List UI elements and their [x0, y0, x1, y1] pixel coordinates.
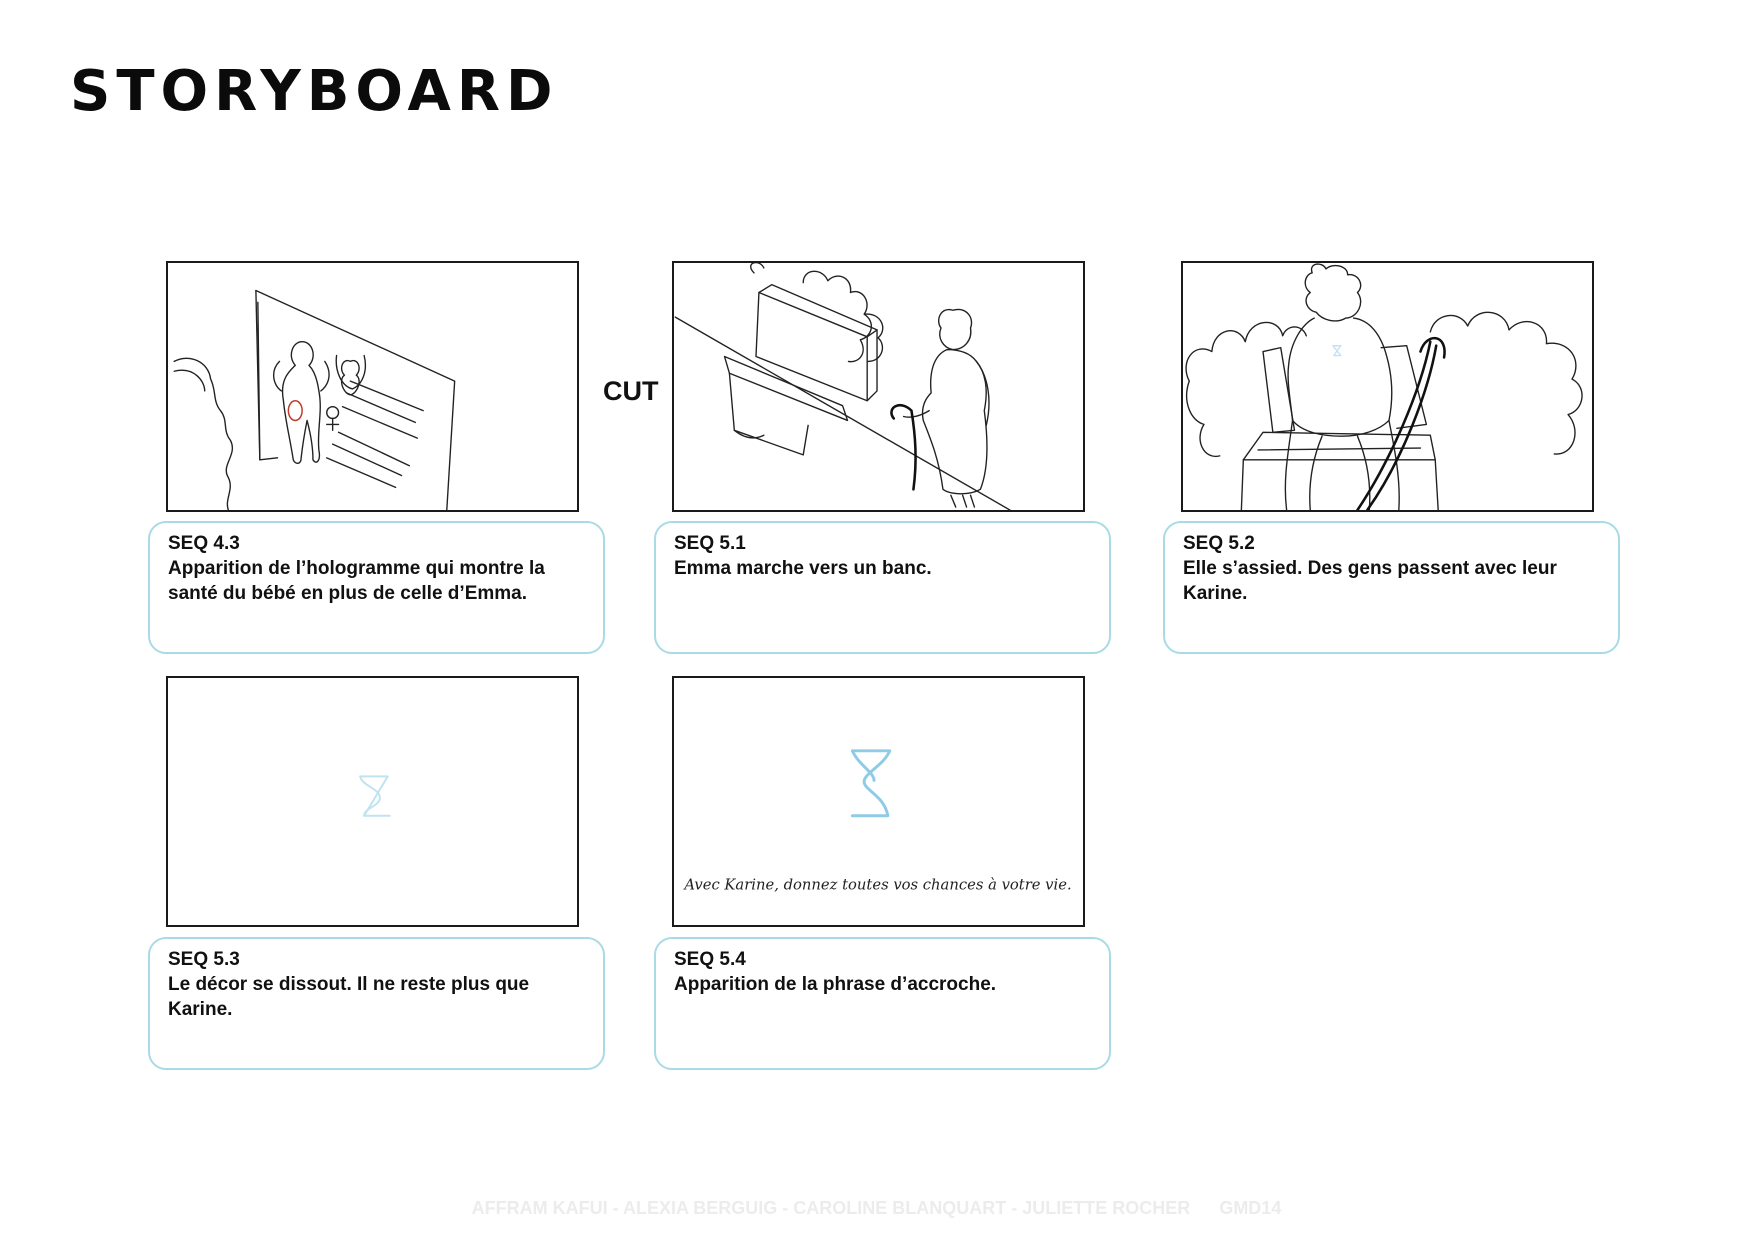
scene-description: Elle s’assied. Des gens passent avec leu… — [1183, 558, 1557, 604]
page-title: STORYBOARD — [70, 59, 559, 124]
walking-to-bench-sketch — [674, 263, 1011, 510]
hourglass-logo — [850, 749, 892, 818]
hologram-sketch — [173, 289, 456, 510]
caption-card-seq-5-2: SEQ 5.2 Elle s’assied. Des gens passent … — [1163, 521, 1620, 654]
storyboard-frame-seq-5-3 — [166, 676, 579, 927]
storyboard-frame-seq-5-4: Avec Karine, donnez toutes vos chances à… — [672, 676, 1085, 927]
storyboard-frame-seq-5-1 — [672, 261, 1085, 512]
scene-description: Le décor se dissout. Il ne reste plus qu… — [168, 974, 530, 1020]
caption-card-seq-4-3: SEQ 4.3 Apparition de l’hologramme qui m… — [148, 521, 605, 654]
storyboard-frame-seq-5-2 — [1181, 261, 1594, 512]
tagline-frame: Avec Karine, donnez toutes vos chances à… — [682, 749, 1072, 894]
footer-authors: AFFRAM KAFUI - ALEXIA BERGUIG - CAROLINE… — [471, 1198, 1191, 1218]
sequence-number: SEQ 5.3 — [168, 949, 240, 970]
footer-course-code: GMD14 — [1219, 1198, 1282, 1218]
sitting-on-bench-sketch — [1185, 263, 1583, 510]
caption-card-seq-5-4: SEQ 5.4 Apparition de la phrase d’accroc… — [654, 937, 1111, 1070]
scene-description: Apparition de la phrase d’accroche. — [674, 974, 997, 995]
cut-transition-label: CUT — [603, 376, 659, 406]
tagline-text: Avec Karine, donnez toutes vos chances à… — [682, 877, 1071, 894]
scene-description: Emma marche vers un banc. — [674, 558, 932, 579]
scene-description: Apparition de l’hologramme qui montre la… — [168, 558, 545, 604]
sequence-number: SEQ 5.2 — [1183, 533, 1255, 554]
footer-credits: AFFRAM KAFUI - ALEXIA BERGUIG - CAROLINE… — [0, 1198, 1753, 1219]
hourglass-logo-faded — [359, 775, 391, 817]
caption-card-seq-5-1: SEQ 5.1 Emma marche vers un banc. — [654, 521, 1111, 654]
sequence-number: SEQ 4.3 — [168, 533, 240, 554]
sequence-number: SEQ 5.1 — [674, 533, 746, 554]
caption-card-seq-5-3: SEQ 5.3 Le décor se dissout. Il ne reste… — [148, 937, 605, 1070]
storyboard-frame-seq-4-3 — [166, 261, 579, 512]
sequence-number: SEQ 5.4 — [674, 949, 746, 970]
